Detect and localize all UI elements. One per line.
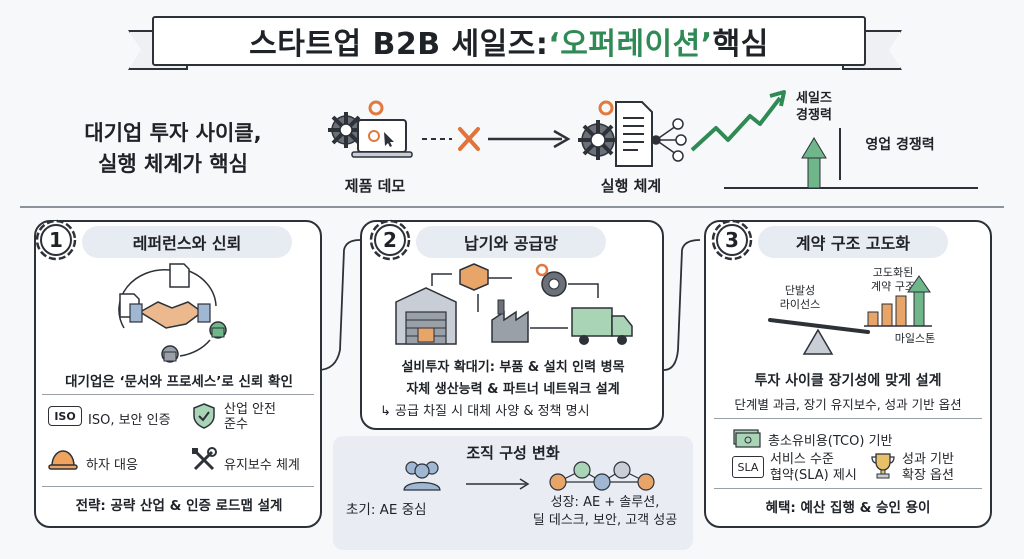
transition-arrow	[422, 127, 571, 151]
panel-1-statement: 대기업은 ‘문서와 프로세스’로 신뢰 확인	[65, 374, 293, 390]
sla-label: 서비스 수준 협약(SLA) 제시	[770, 452, 857, 484]
org-growth-line-1: 성장: AE + 솔루션,	[550, 495, 660, 510]
panel-1-divider	[42, 394, 314, 395]
page-title: 스타트업 B2B 세일즈: ‘오퍼레이션’ 핵심	[152, 16, 866, 66]
panel-2-line-1: 설비투자 확대기: 부품 & 설치 인력 병목	[401, 360, 625, 375]
advanced-contract-label: 고도화된 계약 구조	[862, 266, 924, 294]
tco-label: 총소유비용(TCO) 기반	[768, 434, 893, 449]
iso-badge-icon: ISO	[48, 406, 82, 426]
sla-line-2: 협약(SLA) 제시	[770, 468, 857, 483]
panel-2-line-2: 자체 생산능력 & 파트너 네트워크 설계	[406, 382, 620, 397]
team-icon	[403, 461, 441, 491]
panel-3-statement-1: 투자 사이클 장기성에 맞게 설계	[754, 373, 942, 389]
demo-label: 제품 데모	[344, 177, 406, 195]
trophy-icon	[871, 453, 895, 479]
performance-option-label: 성과 기반 확장 옵션	[902, 452, 954, 484]
milestone-label: 마일스톤	[894, 332, 936, 345]
balance-scale-icon	[768, 275, 932, 355]
org-growth-label: 성장: AE + 솔루션, 딜 데스크, 보안, 고객 성공	[520, 494, 690, 530]
system-label: 실행 체계	[600, 177, 662, 195]
lead-line-1: 대기업 투자 사이클,	[84, 121, 262, 145]
handshake-cycle-icon	[118, 263, 227, 363]
title-suffix: 핵심	[712, 27, 769, 62]
gear-number-icon-2	[369, 219, 411, 261]
panel-2-title: 납기와 공급망	[416, 226, 606, 258]
defect-response-label: 하자 대응	[86, 458, 138, 473]
growth-chart-icon	[690, 90, 978, 189]
sla-line-1: 서비스 수준	[770, 452, 834, 467]
org-title: 조직 구성 변화	[466, 444, 560, 462]
shield-icon	[193, 403, 215, 429]
x-mark-icon	[458, 127, 480, 151]
iso-label: ISO, 보안 인증	[88, 413, 171, 428]
title-prefix: 스타트업 B2B 세일즈:	[249, 27, 549, 62]
perf-line-1: 성과 기반	[902, 452, 954, 467]
sla-badge-icon: SLA	[732, 456, 764, 478]
org-arrow-icon	[466, 478, 530, 490]
advanced-contract-line-2: 계약 구조	[871, 280, 915, 293]
panel-2-number: 2	[383, 228, 397, 252]
panel-3-divider	[714, 418, 982, 419]
single-license-line-2: 라이선스	[779, 298, 821, 311]
panel-1-title: 레퍼런스와 신뢰	[82, 226, 292, 258]
money-stack-icon	[733, 429, 761, 448]
perf-line-2: 확장 옵션	[902, 468, 954, 483]
network-team-icon	[549, 461, 655, 491]
sales-competitiveness-label: 세일즈 경쟁력	[784, 90, 844, 124]
tools-icon	[192, 447, 217, 471]
panel-3-benefit: 혜택: 예산 집행 & 승인 용이	[765, 500, 931, 516]
org-change-box	[333, 436, 693, 550]
single-license-label: 단발성 라이선스	[770, 284, 830, 312]
title-highlight: ‘오퍼레이션’	[548, 27, 713, 62]
gear-number-icon-1	[35, 219, 77, 261]
safety-label: 산업 안전 준수	[224, 402, 276, 432]
execution-system-icon	[578, 100, 687, 167]
advanced-contract-line-1: 고도화된	[872, 266, 914, 279]
panel-3-divider-2	[714, 488, 982, 489]
sales-label-line-1: 세일즈	[796, 91, 832, 106]
supply-chain-icon	[395, 263, 633, 345]
org-early-label: 초기: AE 중심	[346, 502, 427, 518]
product-demo-icon	[328, 100, 413, 158]
panel-1-strategy: 전략: 공략 산업 & 인증 로드맵 설계	[75, 498, 283, 514]
panel-2-line-3: ↳ 공급 차질 시 대체 사양 & 정책 명시	[380, 404, 590, 419]
panel-3-title: 계약 구조 고도화	[758, 226, 948, 258]
panel-3-number: 3	[725, 228, 739, 252]
panel-1-divider-2	[42, 486, 314, 487]
panel-3-statement-2: 단계별 과금, 장기 유지보수, 성과 기반 옵션	[734, 397, 962, 412]
hard-hat-icon	[48, 450, 78, 470]
lead-line-2: 실행 체계가 핵심	[98, 152, 248, 176]
gear-number-icon-3	[711, 219, 753, 261]
section-divider	[20, 206, 1004, 208]
safety-label-line-1: 산업 안전	[224, 402, 276, 417]
single-license-line-1: 단발성	[784, 284, 816, 297]
org-growth-line-2: 딜 데스크, 보안, 고객 성공	[532, 513, 678, 528]
business-competitiveness-label: 영업 경쟁력	[865, 137, 935, 153]
panel-1-number: 1	[49, 228, 63, 252]
safety-label-line-2: 준수	[224, 417, 248, 432]
lead-text: 대기업 투자 사이클, 실행 체계가 핵심	[48, 118, 298, 180]
sales-label-line-2: 경쟁력	[796, 108, 832, 123]
panel-contract-structure	[704, 220, 992, 528]
maintenance-label: 유지보수 체계	[224, 458, 300, 473]
